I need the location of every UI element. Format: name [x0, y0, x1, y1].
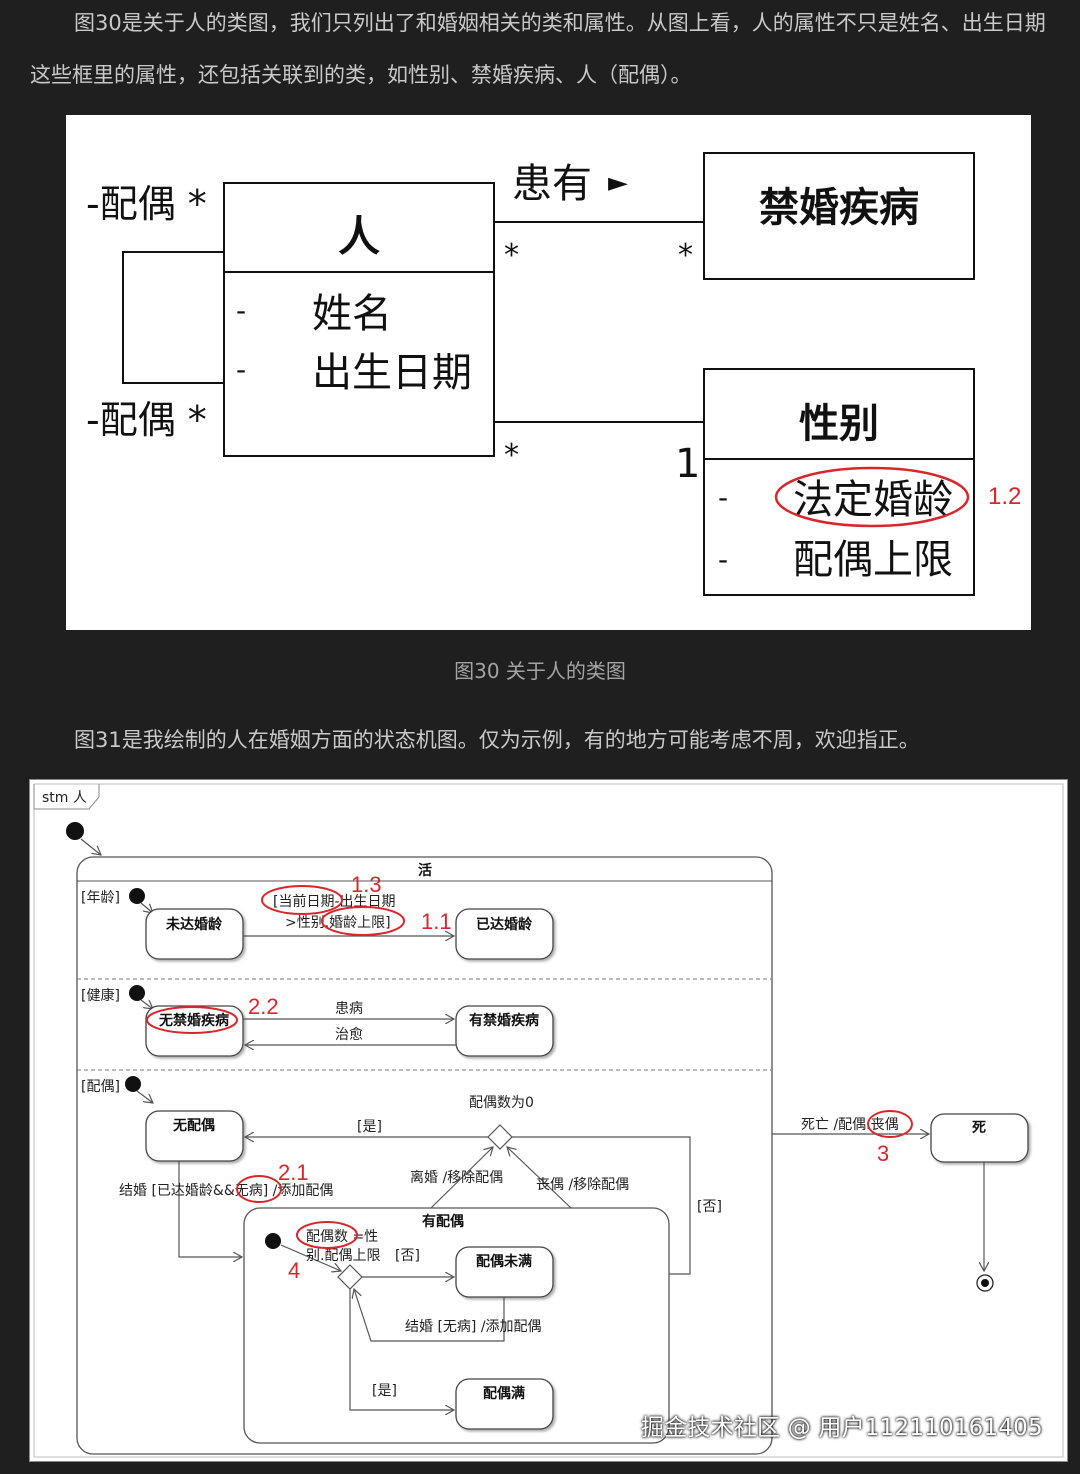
gender-class-name: 性别 — [799, 401, 879, 447]
region-age-label: [年龄] — [81, 890, 120, 906]
state-machine-figure: .t{font-family:"DejaVu Sans","Liberation… — [29, 779, 1068, 1462]
state-dead-label: 死 — [971, 1120, 986, 1136]
gender-attr-legal-age: 法定婚龄 — [793, 477, 953, 523]
annotation-1-1: 1.1 — [421, 909, 452, 934]
frame-label: stm 人 — [42, 790, 87, 806]
figure-30-caption: 图30 关于人的类图 — [454, 659, 626, 683]
annotation-1-2: 1.2 — [988, 483, 1021, 510]
transition-divorce: 离婚 /移除配偶 — [410, 1169, 503, 1186]
spouse-role-top: -配偶 * — [86, 182, 207, 226]
person-class-box — [223, 182, 495, 457]
initial-node-health — [129, 985, 145, 1001]
final-node-core — [981, 1279, 989, 1287]
mult-person-gender: * — [504, 438, 519, 473]
label-spouse-count-zero: 配偶数为0 — [469, 1095, 534, 1111]
class-diagram-figure: .cd{font-family:"DejaVu Sans","Liberatio… — [66, 115, 1031, 630]
annotation-circle-age-limit — [321, 906, 405, 936]
person-class-name: 人 — [338, 212, 380, 261]
annotation-2-2: 2.2 — [248, 994, 279, 1019]
transition-age-guard-1: [当前日期-出生日期 — [273, 893, 396, 910]
region-spouse-label: [配偶] — [81, 1079, 120, 1095]
person-attr-birthdate: 出生日期 — [312, 350, 472, 396]
state-has-disease — [455, 1005, 554, 1057]
state-underage — [145, 908, 244, 960]
state-dead — [930, 1113, 1029, 1163]
mult-disease: * — [678, 238, 693, 273]
state-underage-label: 未达婚龄 — [166, 916, 223, 933]
spouse-role-bottom: -配偶 * — [86, 398, 207, 442]
guard-yes-top: [是] — [357, 1119, 382, 1135]
assoc-label-suffers: 患有 — [512, 161, 592, 207]
annotation-4: 4 — [288, 1258, 300, 1283]
annotation-circle-spouse-count — [296, 1221, 358, 1249]
state-has-disease-label: 有禁婚疾病 — [469, 1012, 539, 1029]
annotation-circle-no-disease — [146, 1006, 238, 1034]
person-attr-dash-1: - — [236, 294, 246, 327]
transition-death: 死亡 /配偶.丧偶 — [801, 1117, 899, 1133]
mult-person-disease: * — [504, 238, 519, 273]
transition-cured: 治愈 — [335, 1027, 363, 1043]
annotation-2-1: 2.1 — [278, 1160, 309, 1185]
article-paragraph-2: 图31是我绘制的人在婚姻方面的状态机图。仅为示例，有的地方可能考虑不周，欢迎指正… — [74, 728, 920, 752]
state-spouse-full-label: 配偶满 — [483, 1385, 525, 1402]
state-alive-label: 活 — [418, 862, 432, 879]
transition-age-guard-2: >性别.婚龄上限] — [285, 915, 391, 931]
state-no-spouse-label: 无配偶 — [172, 1117, 215, 1134]
gender-attr-dash-1: - — [718, 481, 728, 514]
article-paragraph-1: 图30是关于人的类图，我们只列出了和婚姻相关的类和属性。从图上看，人的属性不只是… — [30, 11, 1046, 87]
initial-node-spouse — [125, 1076, 141, 1092]
state-spouse-full — [455, 1378, 554, 1430]
state-of-age — [455, 908, 554, 960]
transition-ill: 患病 — [335, 1001, 363, 1017]
guard-yes-bottom: [是] — [372, 1383, 397, 1399]
annotation-3: 3 — [877, 1141, 889, 1166]
choice-node-spouse-count — [487, 1124, 513, 1150]
choice-guard-2: 别.配偶上限 — [306, 1248, 380, 1264]
initial-node-top — [66, 822, 84, 840]
transition-widowed: 丧偶 /移除配偶 — [536, 1177, 629, 1193]
annotation-circle-no-illness — [236, 1175, 282, 1203]
state-has-spouse-label: 有配偶 — [422, 1213, 464, 1230]
initial-node-has-spouse — [265, 1233, 281, 1249]
state-no-disease — [145, 1005, 244, 1057]
transition-marry-more: 结婚 [无病] /添加配偶 — [405, 1319, 542, 1335]
annotation-1-3: 1.3 — [351, 872, 382, 897]
region-health-label: [健康] — [81, 987, 120, 1004]
choice-guard-1: 配偶数 =性 — [306, 1229, 378, 1245]
disease-class-name: 禁婚疾病 — [759, 185, 919, 231]
guard-no-inner: [否] — [395, 1248, 420, 1264]
guard-no-right: [否] — [697, 1199, 722, 1215]
assoc-direction-arrow: ► — [608, 168, 628, 198]
person-attr-name: 姓名 — [312, 291, 392, 337]
person-attr-dash-2: - — [236, 353, 246, 386]
annotation-circle-current-date — [261, 885, 343, 915]
gender-class-box — [703, 368, 975, 596]
state-no-spouse — [145, 1110, 244, 1162]
state-of-age-label: 已达婚龄 — [476, 916, 533, 933]
initial-node-age — [129, 888, 145, 904]
watermark: 掘金技术社区 @ 用户112110161405 — [641, 1415, 1043, 1441]
state-no-disease-label: 无禁婚疾病 — [158, 1012, 229, 1029]
transition-marry-first: 结婚 [已达婚龄&&无病] /添加配偶 — [119, 1183, 333, 1199]
annotation-circle-legal-age — [774, 466, 970, 528]
disease-class-box — [703, 152, 975, 280]
annotation-circle-widowed — [867, 1110, 913, 1138]
mult-gender: 1 — [675, 441, 700, 487]
gender-attr-dash-2: - — [718, 543, 728, 576]
gender-attr-spouse-limit: 配偶上限 — [793, 537, 953, 583]
state-spouse-not-full-label: 配偶未满 — [476, 1253, 532, 1270]
